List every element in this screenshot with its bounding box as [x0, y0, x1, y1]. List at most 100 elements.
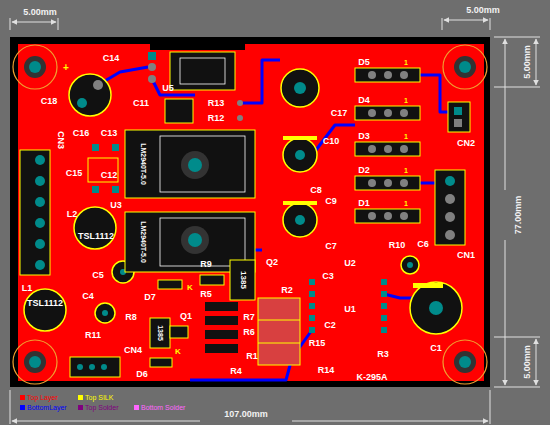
part-label: R3 — [377, 350, 389, 359]
part-label: R5 — [200, 290, 212, 299]
part-label: D1 — [358, 199, 370, 208]
part-label: C12 — [101, 171, 118, 180]
part-label: R4 — [230, 367, 242, 376]
part-label: R2 — [281, 286, 293, 295]
part-label: R1 — [246, 352, 258, 361]
legend-swatch — [20, 395, 25, 400]
part-label: R14 — [318, 366, 335, 375]
part-label: C3 — [322, 272, 334, 281]
part-label: R8 — [125, 313, 137, 322]
part-label: TSL1112 — [78, 232, 114, 241]
dimension-label: 5.00mm — [523, 345, 532, 379]
dimension-label: 77.00mm — [514, 196, 523, 235]
keepout — [150, 44, 245, 50]
dimension-label: 5.00mm — [23, 8, 57, 17]
part-label: C13 — [101, 129, 118, 138]
silk-mark: 1 — [404, 133, 408, 140]
part-label: L2 — [67, 210, 78, 219]
legend-text: Top Solder — [85, 404, 118, 411]
part-label: 1385 — [239, 271, 247, 289]
part-label: C17 — [331, 109, 348, 118]
part-label: C14 — [103, 54, 120, 63]
part-label: R9 — [200, 260, 212, 269]
part-label: C4 — [82, 292, 94, 301]
part-label: TSL1112 — [27, 299, 63, 308]
part-label: R7 — [243, 313, 255, 322]
part-label: C6 — [417, 240, 429, 249]
part-label: R11 — [85, 331, 101, 340]
part-label: CN2 — [457, 139, 475, 148]
part-label: CN3 — [56, 131, 65, 149]
part-label: Q1 — [180, 312, 192, 321]
part-label: D2 — [358, 166, 370, 175]
top-copper — [18, 44, 484, 381]
connectors-right — [435, 102, 470, 245]
part-label: C5 — [92, 271, 104, 280]
dimension-label: 5.00mm — [466, 6, 500, 15]
cap-pads — [77, 80, 443, 316]
board-outline — [10, 37, 490, 387]
part-label: Q2 — [266, 258, 278, 267]
part-label: 1385 — [157, 325, 164, 341]
dimension-lines — [10, 18, 540, 424]
silk-mark: + — [63, 63, 69, 73]
silk-mark: K — [175, 348, 181, 356]
part-label: U3 — [110, 201, 122, 210]
part-label: LM2940T-5.0 — [140, 221, 147, 263]
legend-item: Top Layer — [20, 394, 58, 401]
part-label: C16 — [73, 129, 90, 138]
legend-swatch — [78, 405, 83, 410]
part-label: C9 — [325, 197, 337, 206]
part-label: C18 — [41, 97, 58, 106]
silk-mark: 1 — [404, 200, 408, 207]
part-label: C2 — [324, 321, 336, 330]
legend-text: Bottom Solder — [141, 404, 185, 411]
legend-text: BottomLayer — [27, 404, 67, 411]
part-label: C15 — [66, 169, 83, 178]
legend-swatch — [78, 395, 83, 400]
part-label: R12 — [208, 114, 225, 123]
part-label: D7 — [144, 293, 156, 302]
part-label: D4 — [358, 96, 370, 105]
cn3-connector — [20, 150, 50, 275]
part-label: K-295A — [356, 373, 387, 382]
lower-parts — [70, 260, 300, 377]
part-label: R15 — [309, 339, 326, 348]
part-label: D3 — [358, 132, 370, 141]
legend-text: Top SILK — [85, 394, 113, 401]
part-label: D6 — [136, 370, 148, 379]
part-label: L1 — [22, 284, 33, 293]
part-label: R13 — [208, 99, 225, 108]
part-label: C1 — [430, 344, 442, 353]
silk-mark: 1 — [404, 167, 408, 174]
legend-text: Top Layer — [27, 394, 58, 401]
radial-parts — [24, 69, 462, 334]
part-label: C7 — [325, 242, 337, 251]
legend-item: Bottom Solder — [134, 404, 185, 411]
legend-item: BottomLayer — [20, 404, 67, 411]
part-label: U2 — [344, 259, 356, 268]
diode-footprints — [355, 68, 420, 223]
dimension-label: 5.00mm — [523, 45, 532, 79]
part-label: R6 — [243, 328, 255, 337]
part-label: LM2940T-5.0 — [140, 143, 147, 185]
ic-pads — [309, 279, 387, 333]
part-label: CN4 — [124, 346, 142, 355]
silk-mark: 1 — [404, 97, 408, 104]
silk-mark: K — [187, 284, 193, 292]
part-label: C11 — [133, 99, 149, 108]
part-label: D5 — [358, 58, 370, 67]
u5-footprint — [148, 52, 243, 123]
legend-item: Top Solder — [78, 404, 118, 411]
part-label: C10 — [323, 137, 340, 146]
part-label: U1 — [344, 305, 356, 314]
part-label: C8 — [310, 186, 322, 195]
diode-pads — [368, 71, 408, 220]
legend-item: Top SILK — [78, 394, 113, 401]
part-label: R10 — [389, 241, 406, 250]
legend-swatch — [134, 405, 139, 410]
bottom-traces — [98, 60, 452, 380]
dimension-label: 107.00mm — [224, 410, 268, 419]
lm2940-footprints — [125, 130, 255, 272]
